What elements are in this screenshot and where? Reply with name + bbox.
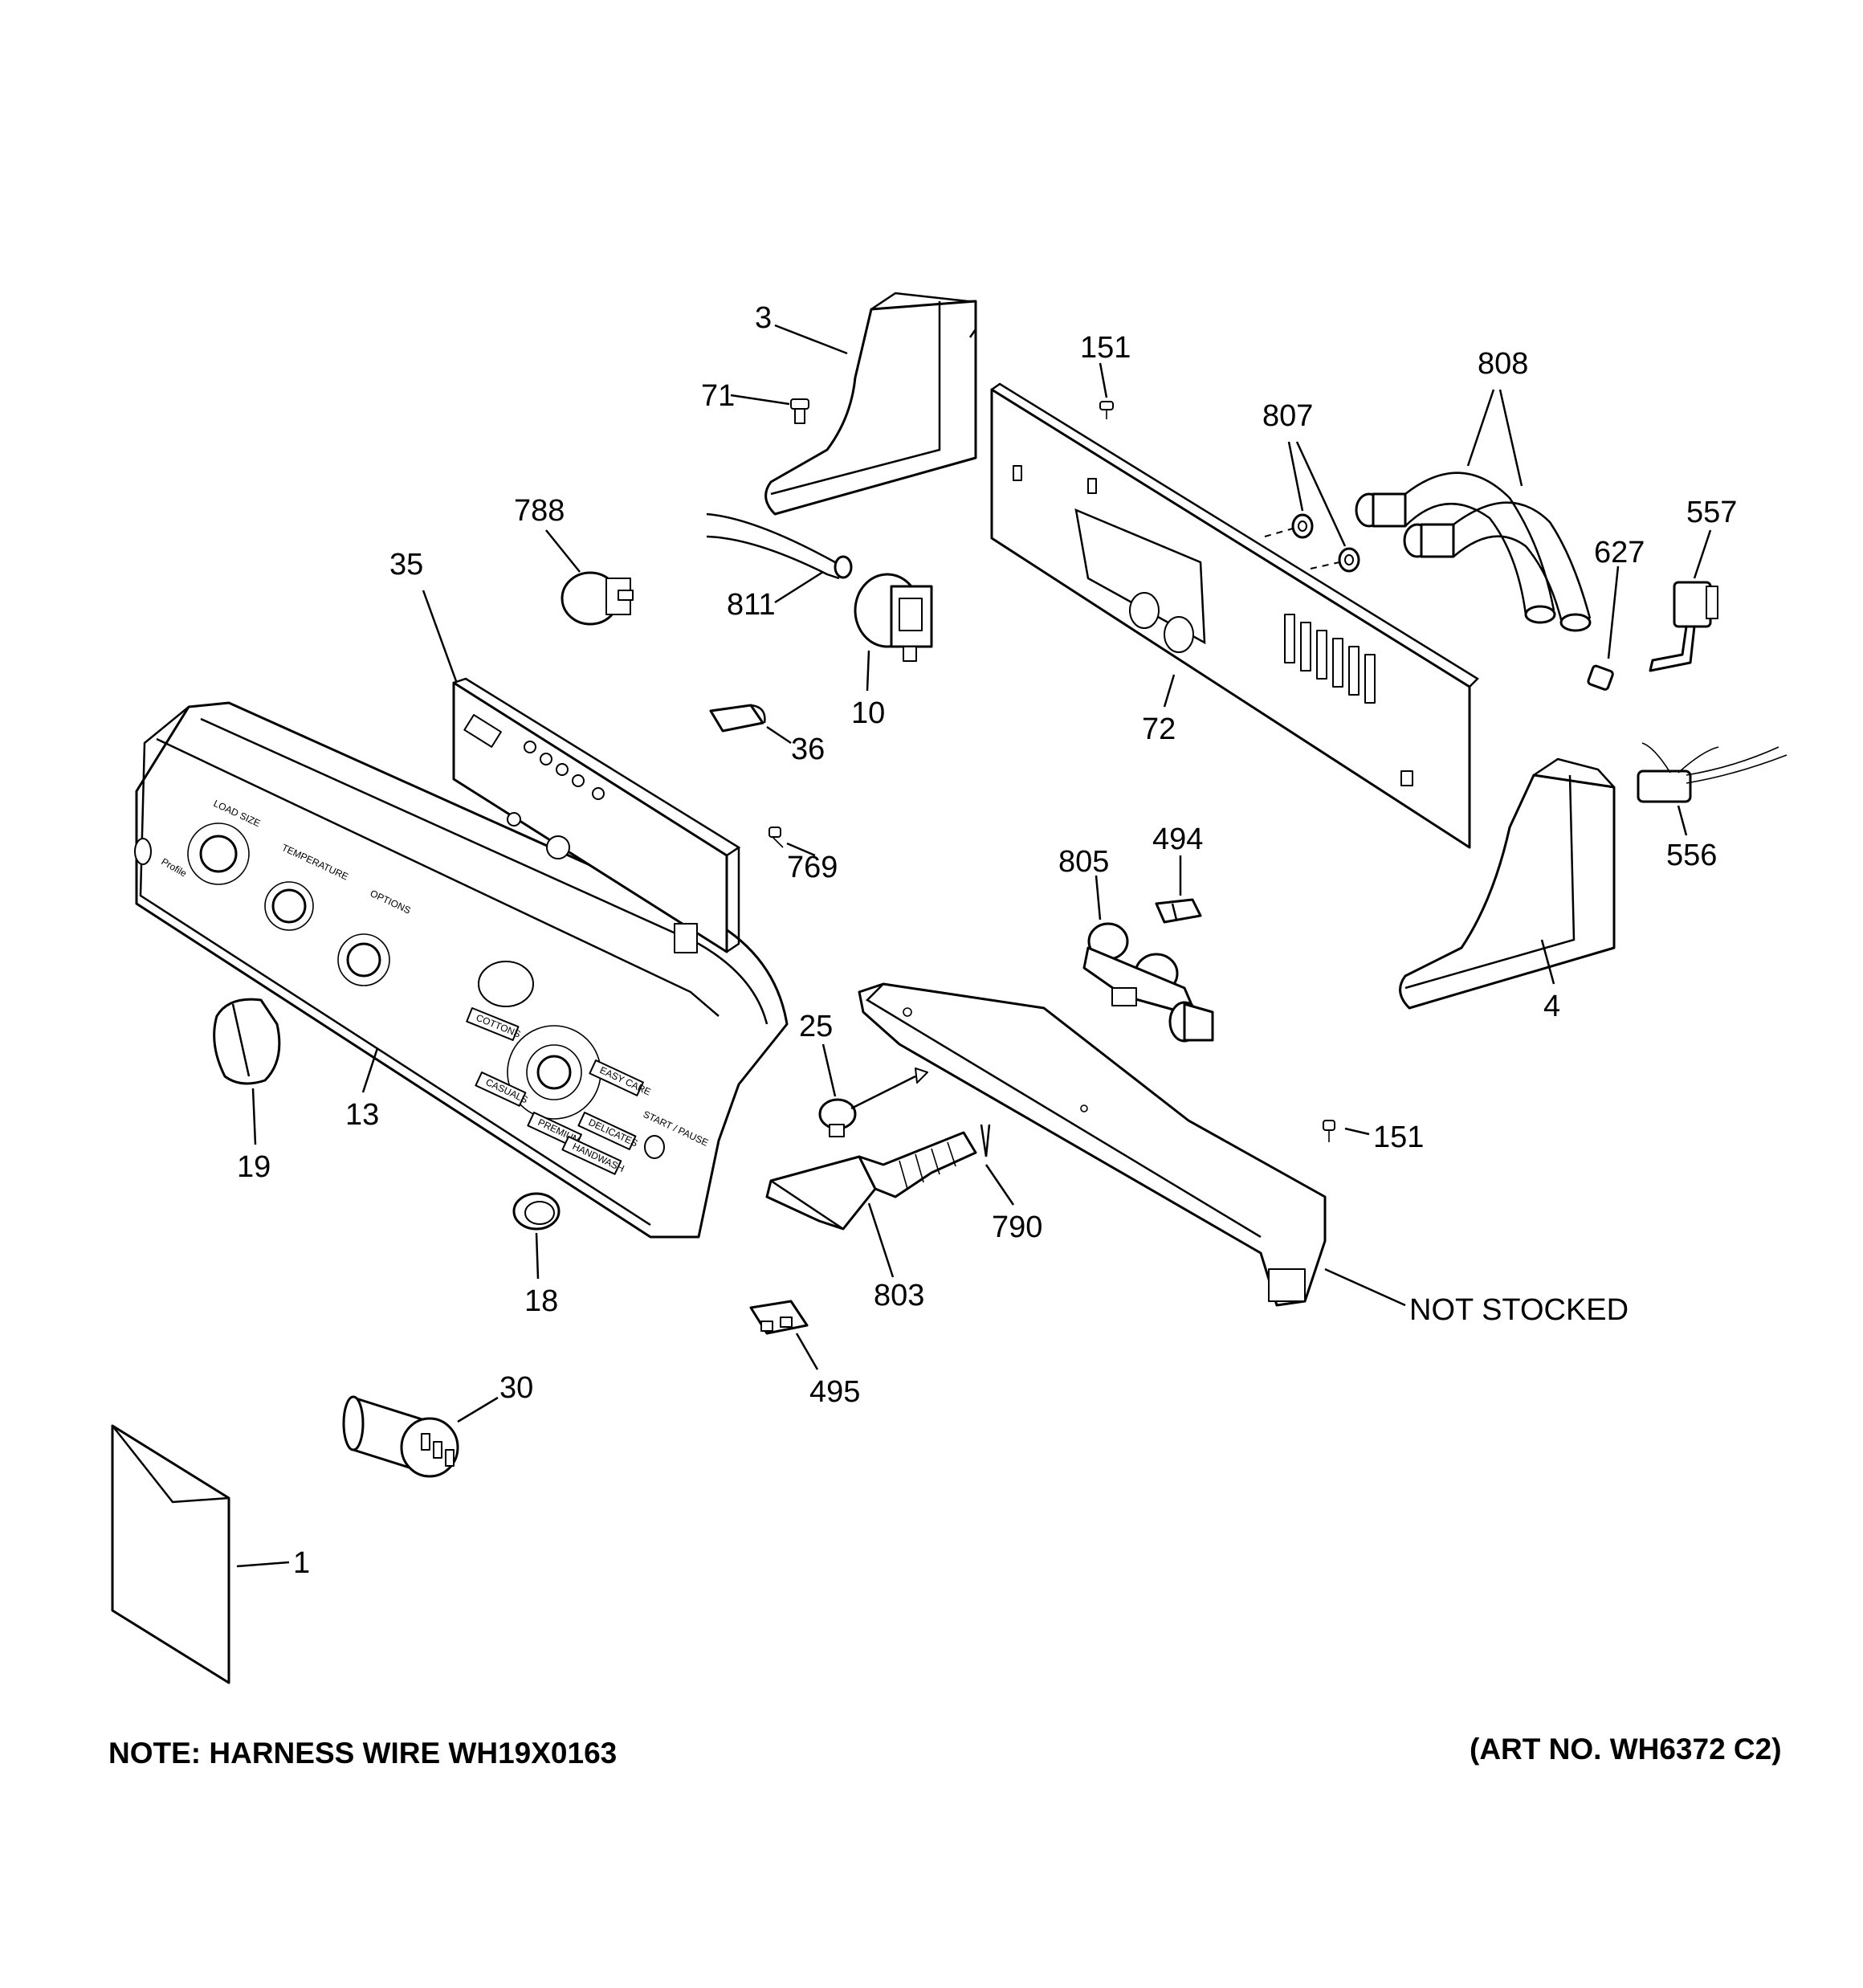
- leader-4: [1540, 939, 1555, 985]
- leader-18: [535, 1232, 540, 1280]
- callout-151-top: 151: [1080, 331, 1131, 365]
- leader-13: [361, 1047, 379, 1093]
- leader-808b: [1498, 389, 1523, 487]
- part-30-capacitor: [342, 1395, 459, 1478]
- callout-25: 25: [799, 1010, 833, 1043]
- part-36-connector: [709, 704, 766, 733]
- part-807-washers: [1291, 513, 1360, 573]
- part-151-screw-top: [1099, 401, 1114, 419]
- callout-494: 494: [1152, 823, 1203, 856]
- part-not-stocked-bracket: [858, 982, 1327, 1307]
- part-808-inlet-hoses: [1355, 471, 1592, 632]
- part-10-pressure-switch: [854, 573, 933, 662]
- callout-788: 788: [514, 494, 565, 528]
- callout-811: 811: [727, 588, 776, 622]
- leader-3: [774, 324, 848, 355]
- callout-790: 790: [992, 1210, 1042, 1244]
- leader-811: [774, 570, 824, 604]
- leader-557: [1693, 529, 1712, 579]
- part-556-harness: [1637, 742, 1788, 803]
- leader-19: [251, 1088, 257, 1145]
- leader-495: [795, 1333, 819, 1370]
- part-495-connector: [749, 1300, 809, 1335]
- callout-35: 35: [389, 548, 423, 582]
- callout-807: 807: [1262, 399, 1313, 433]
- leader-30: [457, 1396, 499, 1423]
- callout-627: 627: [1594, 536, 1645, 569]
- callout-72: 72: [1142, 712, 1176, 746]
- art-number: (ART NO. WH6372 C2): [1470, 1733, 1782, 1766]
- leader-790: [984, 1164, 1015, 1206]
- callout-18: 18: [524, 1284, 558, 1318]
- callout-557: 557: [1686, 496, 1737, 529]
- callout-10: 10: [851, 696, 885, 730]
- leader-803: [867, 1202, 895, 1278]
- part-19-knob: [213, 998, 281, 1085]
- leader-10: [866, 650, 870, 692]
- part-1-literature-envelope: [111, 1424, 230, 1684]
- part-811-hose: [706, 512, 853, 580]
- part-769-screw: [768, 827, 784, 848]
- part-151-screw-bottom: [1323, 1120, 1335, 1142]
- callout-4: 4: [1543, 990, 1560, 1023]
- callout-3: 3: [755, 301, 772, 335]
- part-494-connector: [1155, 898, 1202, 924]
- part-803-dispenser: [765, 1131, 977, 1231]
- leader-627: [1607, 565, 1620, 659]
- part-35-control-board: [452, 677, 741, 953]
- leader-72: [1163, 674, 1176, 708]
- leader-1: [236, 1561, 290, 1568]
- leader-35: [422, 590, 458, 682]
- callout-769: 769: [787, 851, 838, 884]
- part-72-rear-panel: [990, 382, 1480, 849]
- display-window: [478, 961, 534, 1007]
- part-13-control-panel: Profile LOAD SIZE TEMPERATURE OPTIONS CO…: [134, 701, 789, 1239]
- part-18-button: [512, 1192, 561, 1231]
- part-25-sensor: [818, 1067, 928, 1137]
- callout-13: 13: [345, 1098, 379, 1132]
- callout-1: 1: [293, 1546, 310, 1580]
- callout-495: 495: [809, 1375, 860, 1409]
- part-557-switch: [1649, 581, 1718, 672]
- part-790-clip: [980, 1124, 991, 1157]
- callout-151-bottom: 151: [1373, 1121, 1424, 1154]
- callout-71: 71: [701, 379, 735, 413]
- callout-805: 805: [1058, 845, 1109, 879]
- part-805-water-valve: [1082, 922, 1214, 1043]
- leader-151-top: [1099, 362, 1108, 398]
- part-788-motor: [561, 571, 634, 626]
- leader-36: [766, 725, 792, 745]
- callout-808: 808: [1478, 347, 1528, 381]
- callout-36: 36: [791, 733, 825, 766]
- leader-71: [730, 394, 790, 406]
- part-3-end-cap-left: [764, 292, 977, 516]
- callout-30: 30: [499, 1371, 533, 1405]
- leader-not-stocked: [1324, 1268, 1406, 1307]
- leader-151-bottom: [1344, 1127, 1370, 1136]
- leader-769: [786, 842, 816, 857]
- callout-not-stocked: NOT STOCKED: [1409, 1293, 1629, 1327]
- harness-wire-note: NOTE: HARNESS WIRE WH19X0163: [108, 1737, 617, 1770]
- leader-25: [821, 1043, 837, 1097]
- leader-807a: [1287, 441, 1304, 512]
- leader-788: [545, 529, 581, 573]
- part-71-screw: [790, 398, 809, 424]
- leader-808a: [1466, 389, 1495, 467]
- leader-807b: [1295, 441, 1347, 547]
- callout-19: 19: [237, 1150, 271, 1184]
- leader-556: [1677, 805, 1688, 836]
- leader-805: [1095, 875, 1102, 921]
- part-4-end-cap-right: [1399, 757, 1616, 1010]
- callout-803: 803: [874, 1279, 924, 1312]
- callout-556: 556: [1666, 839, 1717, 872]
- part-627: [1587, 664, 1614, 691]
